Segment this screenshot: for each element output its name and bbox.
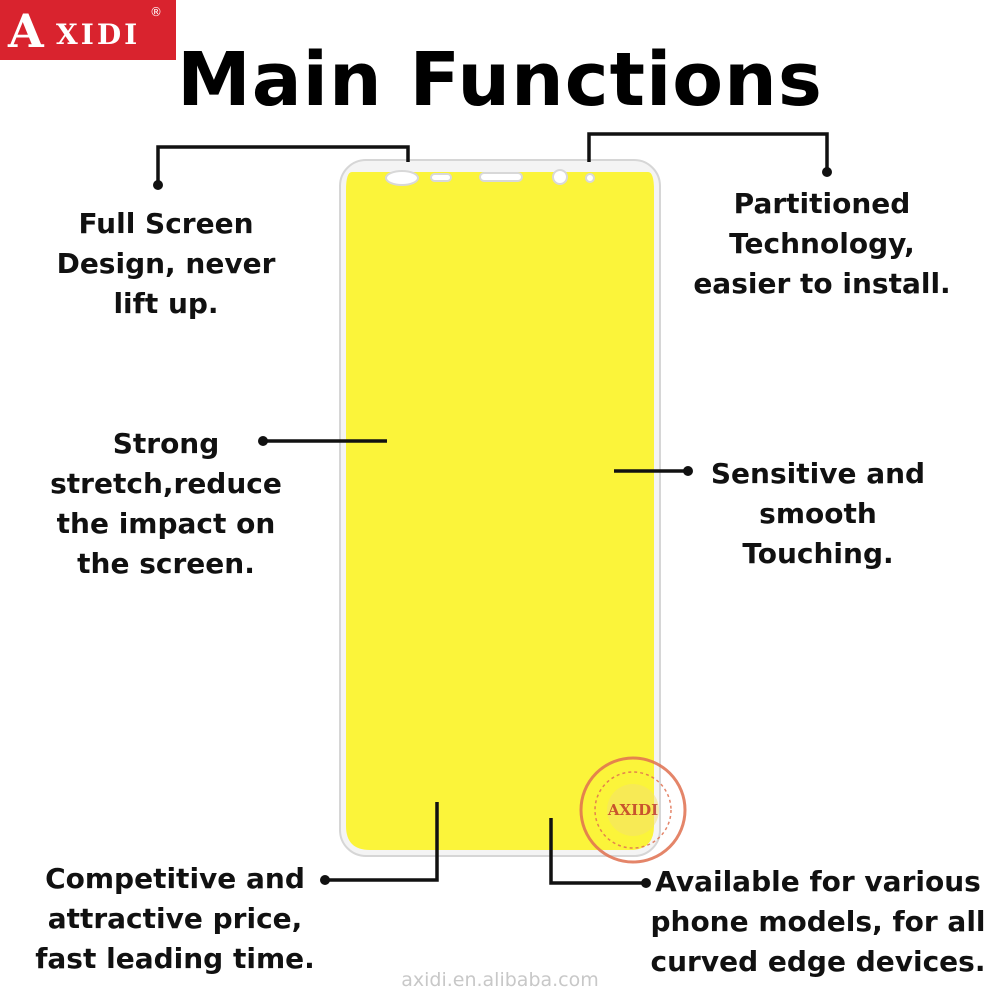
feature-various-models: Available for various phone models, for … xyxy=(650,862,986,982)
feature-line: Available for various xyxy=(655,865,981,898)
leader-dot-bottom-left xyxy=(320,875,330,885)
feature-line: Competitive and xyxy=(45,862,305,895)
leader-dot-top-right xyxy=(822,167,832,177)
company-stamp: AXIDI xyxy=(579,756,687,864)
leader-dot-top-left xyxy=(153,180,163,190)
leader-dot-bottom-right xyxy=(641,878,651,888)
sensor-cutout xyxy=(430,173,452,182)
feature-line: lift up. xyxy=(113,287,219,320)
feature-line: the screen. xyxy=(77,547,255,580)
leader-line-top-right xyxy=(587,132,829,170)
feature-line: Full Screen xyxy=(78,207,254,240)
feature-partitioned-technology: Partitioned Technology, easier to instal… xyxy=(688,184,956,304)
screen-protector-film xyxy=(346,172,654,850)
feature-sensitive-touch: Sensitive and smooth Touching. xyxy=(702,454,934,574)
feature-line: phone models, for all xyxy=(650,905,986,938)
feature-line: Technology, xyxy=(729,227,915,260)
feature-line: Partitioned xyxy=(733,187,911,220)
feature-line: easier to install. xyxy=(693,267,951,300)
feature-line: Touching. xyxy=(742,537,894,570)
leader-line-bottom-left xyxy=(325,802,439,882)
stamp-text: AXIDI xyxy=(607,801,658,819)
leader-dot-mid-left xyxy=(258,436,268,446)
feature-line: fast leading time. xyxy=(35,942,315,975)
leader-dot-mid-right xyxy=(683,466,693,476)
feature-strong-stretch: Strong stretch,reduce the impact on the … xyxy=(40,424,292,584)
logo-text: XIDI xyxy=(56,18,141,51)
earpiece-cutout-left xyxy=(385,170,419,186)
feature-line: curved edge devices. xyxy=(650,945,986,978)
registered-mark: ® xyxy=(150,5,162,19)
proximity-cutout xyxy=(585,173,595,183)
speaker-cutout xyxy=(479,172,523,182)
feature-line: Sensitive and xyxy=(710,457,926,490)
brand-logo: A XIDI ® xyxy=(0,0,176,60)
feature-line: the impact on xyxy=(56,507,276,540)
leader-line-bottom-right xyxy=(549,818,646,885)
logo-letter: A xyxy=(8,4,44,58)
page-title: Main Functions xyxy=(177,37,823,123)
feature-line: smooth xyxy=(759,497,877,530)
feature-competitive-price: Competitive and attractive price, fast l… xyxy=(30,859,320,979)
leader-line-top-left xyxy=(156,145,410,183)
feature-full-screen: Full Screen Design, never lift up. xyxy=(48,204,284,324)
feature-line: Strong xyxy=(112,427,220,460)
website-url: axidi.en.alibaba.com xyxy=(401,969,599,991)
feature-line: stretch,reduce xyxy=(50,467,282,500)
camera-cutout xyxy=(552,169,568,185)
feature-line: Design, never xyxy=(56,247,276,280)
feature-line: attractive price, xyxy=(47,902,303,935)
